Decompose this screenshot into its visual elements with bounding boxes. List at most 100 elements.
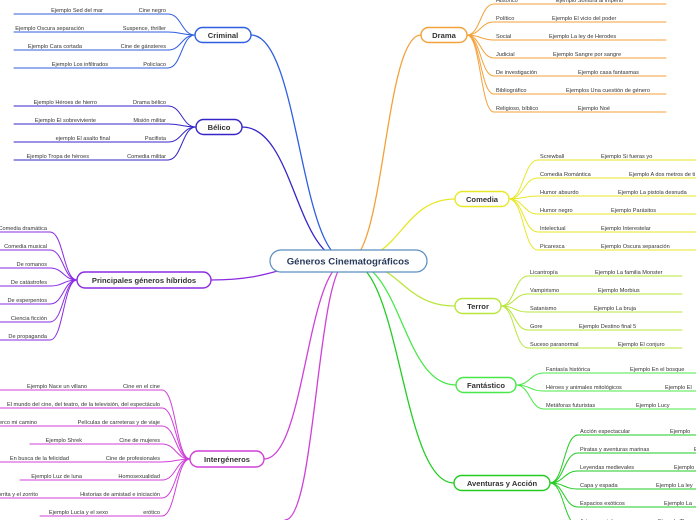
edge-intergeneros-7: [161, 458, 191, 517]
criminal-subtopic-3-label: Policíaco: [143, 62, 166, 68]
drama-subtopic-2-example: Ejemplo La ley de Herodes: [549, 34, 616, 40]
fantastico-subtopic-1-example: Ejemplo El: [665, 385, 692, 391]
intergeneros-subtopic-7-label: erótico: [143, 510, 160, 516]
aventuras-subtopic-0-example: Ejemplo: [670, 429, 690, 435]
edge-criminal-0: [167, 13, 196, 36]
branch-belico[interactable]: Bélico: [195, 118, 243, 136]
intergeneros-subtopic-6-example: La zorrita y el zorrito: [0, 492, 38, 498]
belico-subtopic-2-example: ejemplo El asalto final: [56, 136, 110, 142]
drama-subtopic-3-label: Judicial: [496, 52, 515, 58]
comedia-subtopic-4-label: Intelectual: [540, 226, 566, 232]
branch-intergeneros-label: Intergéneros: [204, 455, 250, 464]
edge-belico-1: [167, 123, 197, 128]
branch-criminal[interactable]: Criminal: [194, 26, 252, 44]
comedia-subtopic-5-example: Ejemplo Oscura separación: [601, 244, 670, 250]
intergeneros-subtopic-5-label: Homosexualidad: [118, 474, 160, 480]
aventuras-subtopic-1-example: E: [694, 447, 696, 453]
criminal-subtopic-3-example: Ejemplo Los infiltrados: [52, 62, 108, 68]
branch-fantastico[interactable]: Fantástico: [455, 376, 517, 394]
branch-hibridos-box: [76, 271, 212, 289]
branch-comedia-label: Comedia: [466, 195, 499, 204]
terror-subtopic-3-example: Ejemplo Destino final 5: [579, 324, 636, 330]
belico-subtopic-1-example: Ejemplo El sobreviviente: [35, 118, 96, 124]
drama-subtopic-3-example: Ejemplo Sangre por sangre: [553, 52, 621, 58]
criminal-subtopic-0-example: Ejemplo Sed del mar: [51, 8, 103, 14]
edge-aventuras-1: [549, 452, 579, 484]
intergeneros-subtopic-0-label: Cine en el cine: [123, 384, 160, 390]
fantastico-subtopic-0-example: Ejemplo En el bosque: [630, 367, 684, 373]
drama-subtopic-2-label: Social: [496, 34, 511, 40]
comedia-subtopic-2-label: Humor absurdo: [540, 190, 579, 196]
drama-subtopic-1-label: Político: [496, 16, 514, 22]
belico-subtopic-1-label: Misión militar: [133, 118, 166, 124]
belico-subtopic-3-example: Ejemplo Tropa de héroes: [26, 154, 89, 160]
drama-subtopic-5-example: Ejemplos Una cuestión de género: [566, 88, 650, 94]
branch-belico-label: Bélico: [208, 123, 231, 132]
criminal-subtopic-1-example: Ejemplo Oscura separación: [15, 26, 84, 32]
aventuras-subtopic-2-label: Leyendas medievales: [580, 465, 634, 471]
branch-drama[interactable]: Drama: [420, 26, 468, 44]
central-topic[interactable]: Géneros Cinematográficos: [269, 249, 428, 273]
branch-fantastico-box: [455, 376, 517, 394]
edge-belico-0: [167, 105, 197, 128]
edge-aventuras-5: [549, 482, 572, 520]
intergeneros-subtopic-2-example: Ejemplo Cerco mi camino: [0, 420, 37, 426]
edge-intergeneros-3: [161, 443, 191, 460]
fantastico-subtopic-0-label: Fantasía histórica: [546, 367, 591, 373]
edge-central-offscreen: [284, 260, 349, 520]
aventuras-subtopic-3-label: Capa y espada: [580, 483, 619, 489]
terror-subtopic-4-label: Suceso paranormal: [530, 342, 579, 348]
edge-hibridos-1: [49, 249, 78, 281]
drama-subtopic-0-example: Ejemplo Sombra al imperio: [556, 0, 623, 4]
intergeneros-subtopic-5-example: Ejemplo Luz de luna: [31, 474, 83, 480]
fantastico-subtopic-2-label: Metáforas futuristas: [546, 403, 595, 409]
edge-terror-0: [500, 275, 529, 307]
edge-terror-1: [500, 293, 529, 307]
intergeneros-subtopic-4-example: En busca de la felicidad: [10, 456, 69, 462]
branch-hibridos-label: Principales géneros híbridos: [92, 276, 196, 285]
hibridos-item-3: De catástrofes: [11, 280, 47, 286]
branch-intergeneros[interactable]: Intergéneros: [189, 450, 265, 468]
edge-drama-6: [466, 34, 495, 113]
belico-subtopic-0-example: Ejemplo Héroes de hierro: [34, 100, 97, 106]
criminal-subtopic-2-label: Cine de gánsteres: [121, 44, 167, 50]
aventuras-subtopic-2-example: Ejemplo: [674, 465, 694, 471]
edge-drama-4: [466, 34, 495, 77]
fantastico-subtopic-1-label: Héroes y animales mitológicos: [546, 385, 622, 391]
comedia-subtopic-0-example: Ejemplo Si fueras yo: [601, 154, 652, 160]
drama-subtopic-4-example: Ejemplo casa fantasmas: [578, 70, 639, 76]
edge-belico-2: [167, 126, 197, 143]
edge-central-aventuras: [347, 260, 455, 484]
branch-terror-box: [454, 297, 502, 315]
edge-criminal-3: [167, 34, 196, 69]
drama-subtopic-5-label: Bibliográfico: [496, 88, 526, 94]
comedia-subtopic-3-example: Ejemplo Parásitos: [611, 208, 656, 214]
hibridos-item-6: De propaganda: [8, 334, 47, 340]
branch-criminal-label: Criminal: [208, 31, 238, 40]
edge-intergeneros-2: [161, 425, 191, 460]
intergeneros-subtopic-3-example: Ejemplo Shrek: [46, 438, 83, 444]
branch-drama-box: [420, 26, 468, 44]
branch-fantastico-label: Fantástico: [467, 381, 505, 390]
aventuras-subtopic-4-label: Espacios exóticos: [580, 501, 625, 507]
hibridos-item-1: Comedia musical: [4, 244, 47, 250]
hibridos-item-0: Comedia dramática: [0, 226, 48, 232]
edge-central-criminal: [250, 34, 349, 262]
branch-aventuras-label: Aventuras y Acción: [467, 479, 538, 488]
aventuras-subtopic-4-example: Ejemplo La: [664, 501, 693, 507]
edge-fantastico-0: [515, 372, 545, 386]
branch-hibridos[interactable]: Principales géneros híbridos: [76, 271, 212, 289]
branch-comedia[interactable]: Comedia: [454, 190, 510, 208]
belico-subtopic-2-label: Pacifista: [145, 136, 167, 142]
intergeneros-subtopic-6-label: Historias de amistad e iniciación: [80, 492, 160, 498]
edge-intergeneros-1: [161, 407, 191, 460]
comedia-subtopic-0-label: Screwball: [540, 154, 564, 160]
branch-terror[interactable]: Terror: [454, 297, 502, 315]
hibridos-item-5: Ciencia ficción: [11, 316, 47, 322]
drama-subtopic-1-example: Ejemplo El vicio del poder: [552, 16, 616, 22]
criminal-subtopic-2-example: Ejemplo Cara cortada: [28, 44, 83, 50]
branch-criminal-box: [194, 26, 252, 44]
branch-aventuras[interactable]: Aventuras y Acción: [453, 474, 551, 492]
belico-subtopic-3-label: Comedia militar: [127, 154, 166, 160]
